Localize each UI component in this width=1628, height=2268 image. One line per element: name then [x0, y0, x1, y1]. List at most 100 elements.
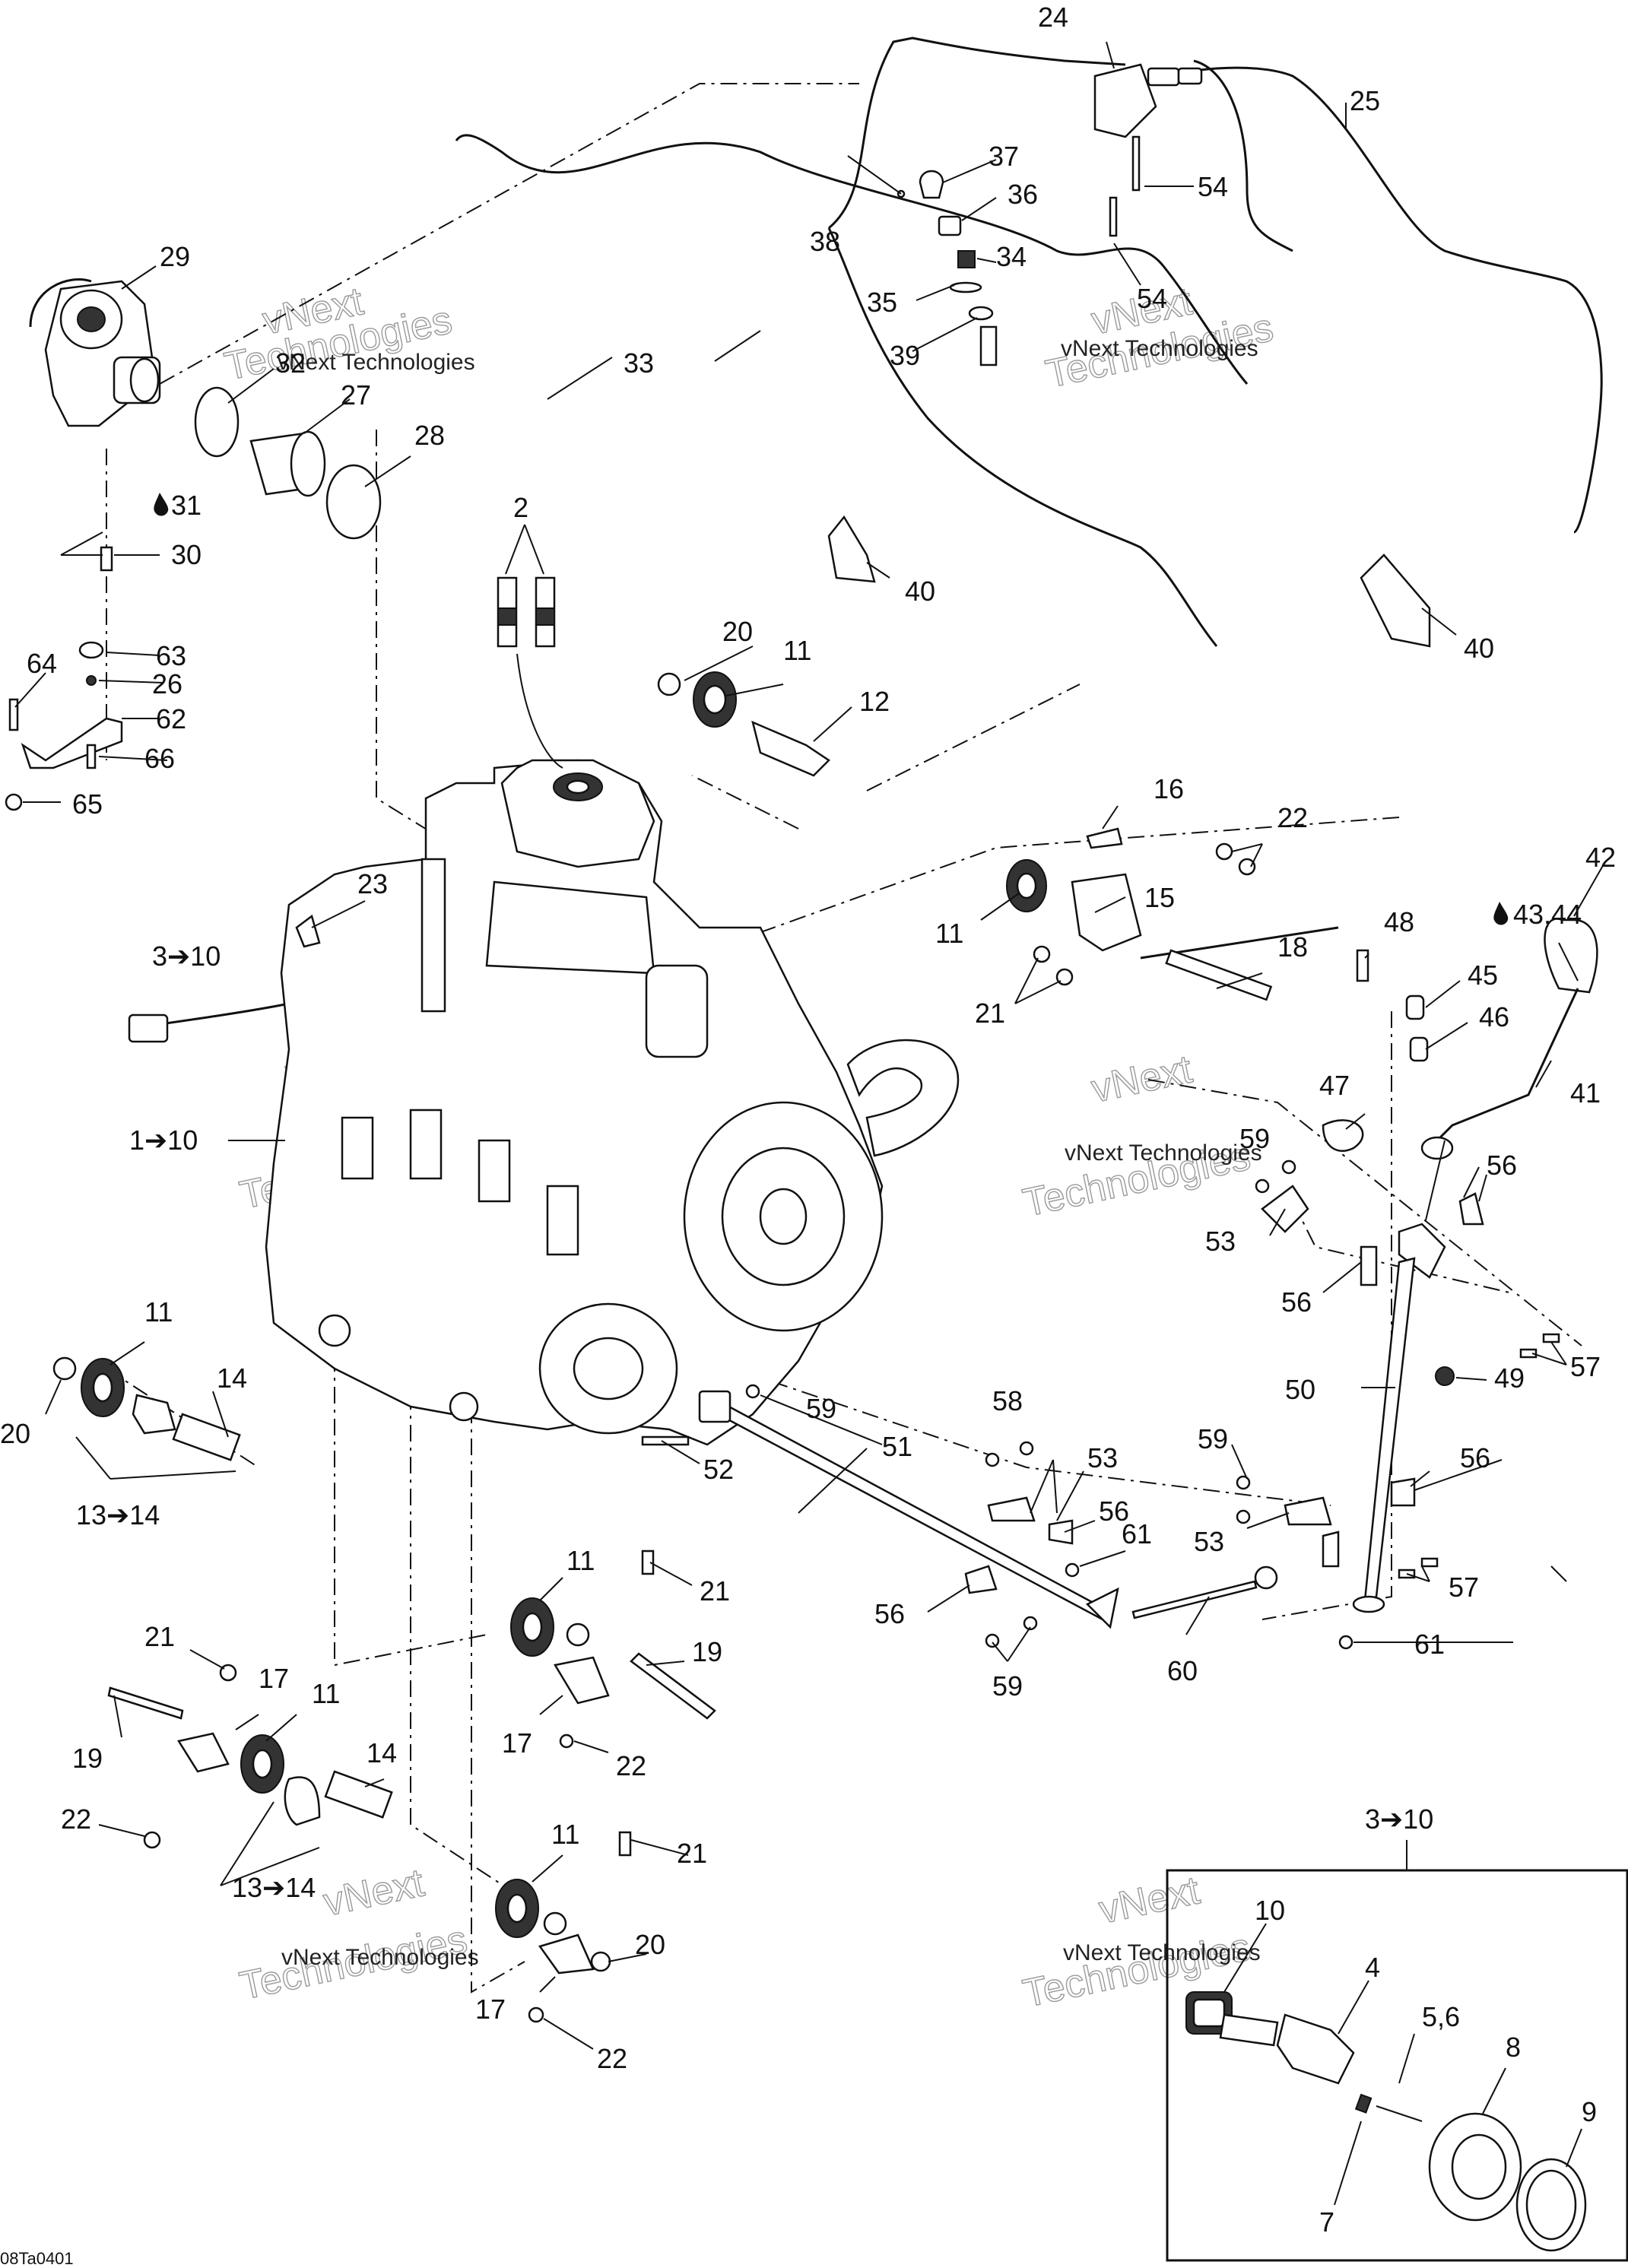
mount-spacer-12: [751, 720, 830, 777]
carburetor: [44, 280, 161, 427]
callout-57-a: 57: [1570, 1351, 1601, 1382]
choke-parts: [897, 170, 998, 366]
callout-labels: 1➔10 2 3➔10 3➔10 4 5,6 7 8 9 10 11 11 11…: [0, 2, 1616, 2238]
callout-49: 49: [1494, 1362, 1525, 1394]
svg-text:vNext Technologies: vNext Technologies: [278, 350, 475, 375]
callout-57-b: 57: [1449, 1572, 1479, 1603]
callout-25: 25: [1350, 85, 1380, 116]
callout-33: 33: [624, 347, 654, 379]
hoses-and-cables: [29, 36, 1603, 1028]
callout-20-a: 20: [722, 616, 753, 647]
callout-56-d: 56: [1099, 1496, 1129, 1527]
svg-text:vNext: vNext: [1087, 1047, 1196, 1111]
callout-53-a: 53: [1205, 1226, 1236, 1257]
callout-21-a: 21: [975, 998, 1005, 1029]
callout-64: 64: [27, 648, 57, 679]
callout-24: 24: [1038, 2, 1068, 33]
callout-56-c: 56: [1460, 1442, 1490, 1473]
callout-11-a: 11: [783, 635, 811, 666]
callout-40-a: 40: [905, 576, 935, 607]
svg-text:vNext Technologies: vNext Technologies: [1065, 1140, 1262, 1166]
callout-21-b: 21: [700, 1575, 730, 1607]
mount-lower-center: [510, 1550, 716, 1749]
callout-35: 35: [867, 287, 897, 318]
callout-1: 1➔10: [129, 1124, 198, 1156]
svg-text:vNext: vNext: [1095, 1868, 1204, 1932]
callout-11-f: 11: [551, 1819, 579, 1850]
callout-27: 27: [341, 379, 371, 411]
callout-58: 58: [992, 1385, 1023, 1416]
callout-36: 36: [1008, 179, 1038, 210]
callout-2: 2: [513, 492, 528, 523]
callout-59-d: 59: [992, 1670, 1023, 1702]
callout-19-a: 19: [72, 1743, 103, 1774]
shift-rods: [698, 1390, 1278, 1629]
callout-20-b: 20: [0, 1418, 30, 1449]
callout-32: 32: [275, 347, 306, 379]
intake-adapter-27: [249, 430, 326, 497]
diagram-code: 08Ta0401: [0, 2249, 74, 2268]
watermark-top-left: vNext Technologies vNext Technologies: [221, 279, 475, 390]
intake-clamp-28: [325, 464, 382, 540]
drop-icon: [154, 493, 169, 516]
svg-text:vNext: vNext: [319, 1860, 428, 1924]
callout-5-6: 5,6: [1422, 2001, 1460, 2032]
callout-61-b: 61: [1414, 1629, 1445, 1660]
inset-detail-3-10: [1166, 1840, 1628, 2262]
harness-connector: [128, 1013, 169, 1043]
callout-53-b: 53: [1087, 1442, 1118, 1473]
callout-20-c: 20: [635, 1929, 665, 1960]
callout-17-b: 17: [502, 1727, 532, 1759]
callout-19-b: 19: [692, 1636, 722, 1667]
callout-59-b: 59: [806, 1393, 836, 1424]
callout-11-d: 11: [566, 1545, 595, 1576]
callout-11-b: 11: [935, 918, 963, 949]
callout-14-a: 14: [217, 1362, 247, 1394]
callout-40-b: 40: [1464, 633, 1494, 664]
callout-3-top: 3➔10: [152, 941, 221, 972]
callout-14-b: 14: [367, 1737, 397, 1768]
callout-31: 31: [171, 490, 202, 521]
callout-46: 46: [1479, 1001, 1509, 1032]
callout-18: 18: [1277, 931, 1308, 963]
callout-22-c: 22: [61, 1803, 91, 1835]
throttle-cable: [455, 134, 1249, 385]
throttle-position-sensor: [1093, 63, 1203, 237]
callout-45: 45: [1468, 960, 1498, 991]
breather-hose: [828, 36, 1126, 230]
callout-4: 4: [1365, 1952, 1380, 1983]
callout-56-b: 56: [1281, 1286, 1312, 1318]
gasket-40-right: [1360, 554, 1431, 648]
leader-lines: [14, 41, 1605, 2050]
callout-26: 26: [152, 668, 182, 699]
callout-37: 37: [989, 141, 1019, 172]
callout-53-c: 53: [1194, 1526, 1224, 1557]
intake-clamp-32: [194, 386, 240, 458]
callout-54-a: 54: [1198, 171, 1228, 202]
spark-plugs: [497, 576, 556, 648]
svg-text:vNext Technologies: vNext Technologies: [1063, 1940, 1261, 1965]
callout-38: 38: [810, 226, 840, 257]
carburetor-vent-hose: [29, 278, 92, 328]
callout-51: 51: [882, 1431, 912, 1462]
svg-text:vNext Technologies: vNext Technologies: [1061, 336, 1258, 361]
callout-11-e: 11: [312, 1678, 340, 1709]
mount-bottom-center: [495, 1831, 632, 2023]
svg-text:vNext Technologies: vNext Technologies: [281, 1945, 479, 1970]
engine-mount-11: [693, 671, 737, 728]
callout-13-bottom: 13➔14: [232, 1872, 316, 1903]
callout-42: 42: [1585, 842, 1616, 873]
callout-50: 50: [1285, 1374, 1315, 1405]
callout-59-a: 59: [1239, 1123, 1270, 1154]
callout-8: 8: [1506, 2032, 1521, 2063]
callout-56-e: 56: [874, 1598, 905, 1629]
callout-56-a: 56: [1487, 1150, 1517, 1181]
callout-52: 52: [703, 1454, 734, 1485]
callout-21-d: 21: [677, 1838, 707, 1869]
callout-39: 39: [890, 340, 920, 371]
callout-11-c: 11: [144, 1296, 173, 1327]
callout-41: 41: [1570, 1077, 1601, 1109]
callout-3-inset: 3➔10: [1365, 1803, 1433, 1835]
callout-17-a: 17: [259, 1663, 289, 1694]
mount-bottom-left: [107, 1664, 393, 1849]
